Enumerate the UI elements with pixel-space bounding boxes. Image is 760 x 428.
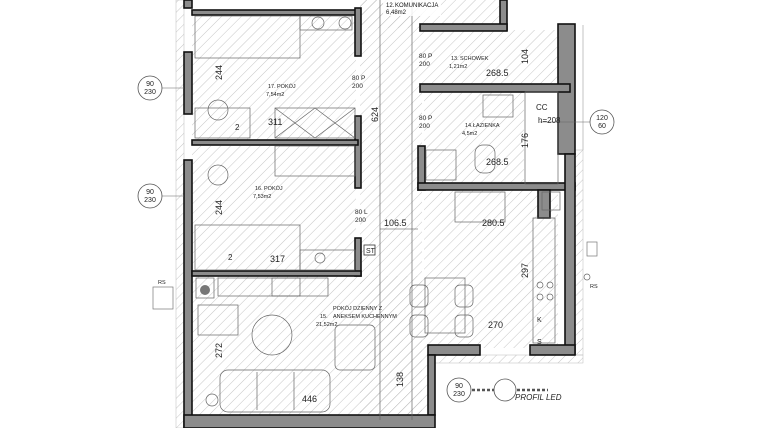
svg-text:446: 446: [302, 394, 317, 404]
svg-text:120: 120: [596, 115, 608, 122]
svg-text:280.5: 280.5: [482, 218, 505, 228]
svg-text:200: 200: [419, 123, 430, 130]
room-label-15: POKÓJ DZIENNY Z 15. ANEKSEM KUCHENNYM 21…: [316, 305, 397, 328]
room-label-16: 16. POKÓJ 7,53m2: [253, 185, 283, 200]
svg-text:12.: 12.: [386, 3, 395, 9]
window-tag-bathroom: 120 60: [540, 109, 615, 135]
radiator-right: [586, 241, 598, 257]
svg-text:7,53m2: 7,53m2: [253, 194, 271, 200]
svg-text:138: 138: [395, 372, 405, 387]
svg-text:16.: 16.: [255, 186, 263, 192]
svg-text:RS: RS: [158, 280, 166, 286]
svg-text:270: 270: [488, 320, 503, 330]
svg-text:200: 200: [419, 61, 430, 68]
annotations: h=208 CC ST RS RS K S 2 2: [152, 103, 598, 346]
svg-text:80 P: 80 P: [419, 53, 432, 60]
svg-text:ANEKSEM KUCHENNYM: ANEKSEM KUCHENNYM: [333, 314, 397, 320]
washbasin: [482, 94, 514, 118]
svg-text:80 P: 80 P: [352, 75, 365, 82]
toilet: [474, 144, 496, 174]
svg-text:104: 104: [520, 49, 530, 64]
svg-text:268.5: 268.5: [486, 157, 509, 167]
svg-text:15.: 15.: [320, 314, 328, 320]
walls: [183, 0, 576, 428]
svg-text:POKÓJ DZIENNY Z: POKÓJ DZIENNY Z: [333, 305, 383, 312]
svg-text:230: 230: [144, 197, 156, 204]
svg-text:297: 297: [520, 263, 530, 278]
kitchen-counter: [532, 217, 556, 344]
svg-text:14.: 14.: [465, 123, 473, 129]
svg-text:106.5: 106.5: [384, 218, 407, 228]
svg-text:PROFIL LED: PROFIL LED: [515, 393, 562, 402]
svg-text:244: 244: [214, 200, 224, 215]
svg-text:6,48m2: 6,48m2: [386, 10, 407, 16]
svg-text:h=208: h=208: [538, 116, 561, 125]
svg-text:2: 2: [235, 123, 240, 132]
svg-text:ŁAZIENKA: ŁAZIENKA: [473, 123, 500, 129]
svg-text:200: 200: [355, 217, 366, 224]
svg-text:SCHOWEK: SCHOWEK: [460, 56, 489, 62]
svg-text:230: 230: [144, 89, 156, 96]
room-label-14: 14. ŁAZIENKA 4,5m2: [462, 123, 500, 137]
radiator-left: [152, 286, 174, 310]
room-label-17: 17. POKÓJ 7,54m2: [266, 83, 296, 98]
svg-text:90: 90: [146, 189, 154, 196]
window-tag-bottom: 90 230: [446, 377, 472, 403]
svg-text:2: 2: [228, 253, 233, 262]
svg-text:KOMUNIKACJA: KOMUNIKACJA: [395, 3, 438, 9]
svg-text:272: 272: [214, 343, 224, 358]
svg-text:1,21m2: 1,21m2: [449, 64, 467, 70]
led-profile: PROFIL LED: [472, 378, 562, 402]
svg-text:13.: 13.: [451, 56, 459, 62]
furniture: [194, 0, 561, 420]
window-tag-left-2: 90 230: [137, 183, 184, 209]
dining-table: [424, 277, 466, 334]
bathtub-sink: [425, 149, 457, 181]
svg-text:RS: RS: [590, 284, 598, 290]
washing-machine: [195, 277, 215, 299]
exterior-insulation-right: [574, 149, 584, 356]
svg-text:80 P: 80 P: [419, 115, 432, 122]
svg-text:311: 311: [268, 117, 282, 127]
svg-text:4,5m2: 4,5m2: [462, 131, 477, 137]
svg-text:230: 230: [453, 391, 465, 398]
dimensions: 244 311 244 317 624 106.5 104 268.5 176 …: [214, 49, 530, 404]
svg-text:K: K: [537, 317, 542, 324]
exterior-insulation-bottom: [434, 354, 584, 364]
armchair: [334, 324, 376, 371]
svg-text:POKÓJ: POKÓJ: [277, 83, 296, 90]
svg-text:7,54m2: 7,54m2: [266, 92, 284, 98]
svg-text:317: 317: [270, 254, 285, 264]
svg-text:244: 244: [214, 65, 224, 80]
round-table: [251, 314, 293, 356]
room-label-13: 13. SCHOWEK 1,21m2: [449, 56, 489, 70]
exterior-insulation-left: [175, 0, 185, 428]
window-tag-left-1: 90 230: [137, 75, 184, 101]
svg-text:CC: CC: [536, 103, 548, 112]
svg-text:POKÓJ: POKÓJ: [264, 185, 283, 192]
svg-text:60: 60: [598, 123, 606, 130]
svg-text:268.5: 268.5: [486, 68, 509, 78]
shower: [524, 91, 559, 185]
svg-text:176: 176: [520, 133, 530, 148]
sofa: [219, 369, 331, 413]
svg-text:80 L: 80 L: [355, 209, 368, 216]
svg-text:S: S: [537, 339, 542, 346]
svg-text:200: 200: [352, 83, 363, 90]
svg-text:90: 90: [455, 383, 463, 390]
room-label-12: 12. KOMUNIKACJA 6,48m2: [383, 0, 441, 16]
door-labels: 80 P 200 80 P 200 80 P 200 80 L 200: [352, 53, 432, 224]
svg-text:ST: ST: [366, 248, 376, 255]
svg-text:21,52m2: 21,52m2: [316, 322, 337, 328]
svg-text:17.: 17.: [268, 84, 276, 90]
svg-text:90: 90: [146, 81, 154, 88]
svg-text:624: 624: [370, 107, 380, 122]
